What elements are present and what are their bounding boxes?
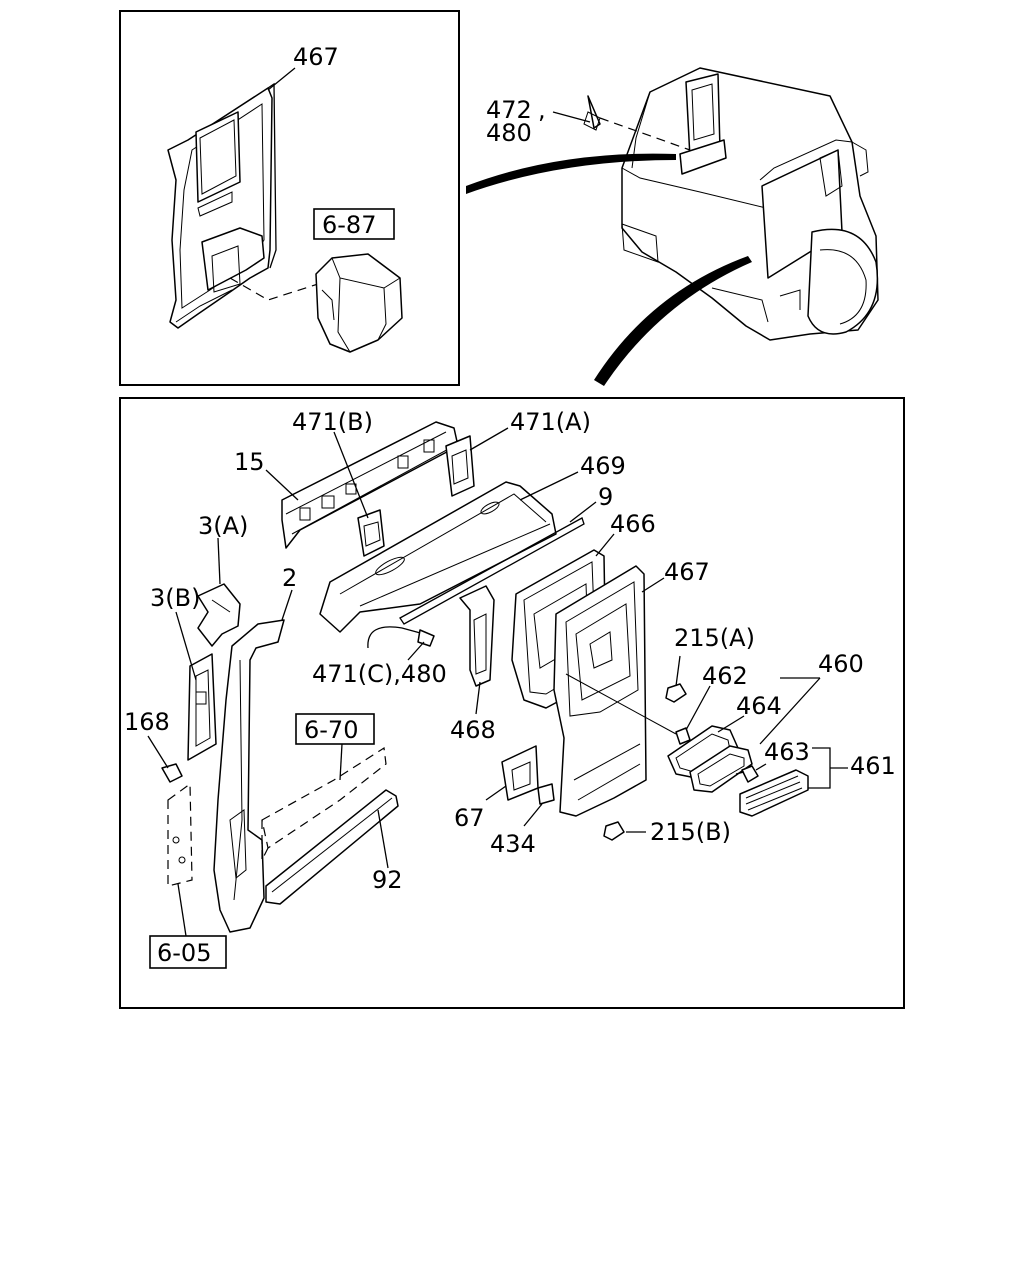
label-15: 15	[234, 448, 265, 476]
leader-3a	[217, 537, 221, 585]
leader-3b	[175, 611, 197, 681]
bolt-168	[161, 763, 183, 783]
callout-swoosh-bottom	[594, 256, 752, 386]
ref-box-6-05[interactable]	[149, 935, 227, 969]
leader-434	[523, 803, 543, 827]
leader-6-05	[177, 883, 187, 937]
sill-92	[265, 789, 399, 905]
leader-67	[485, 785, 507, 801]
label-2: 2	[282, 564, 297, 592]
main-frame	[119, 397, 905, 1009]
bolt-472-480	[583, 95, 601, 131]
label-463: 463	[764, 738, 810, 766]
panel-467	[553, 565, 647, 817]
label-471a: 471(A)	[510, 408, 591, 436]
clip-434	[537, 783, 555, 805]
label-inset-467: 467	[293, 43, 339, 71]
leader-464	[717, 715, 745, 733]
label-215a: 215(A)	[674, 624, 755, 652]
screw-463	[735, 765, 759, 783]
leader-471b	[333, 431, 369, 519]
component-6-70	[261, 746, 387, 861]
bracket-471a	[445, 435, 475, 497]
leader-467	[641, 577, 665, 593]
label-434: 434	[490, 830, 536, 858]
bracket-67	[501, 745, 539, 801]
bracket-471b	[357, 509, 385, 557]
leader-462-axis	[565, 673, 677, 735]
inset-component-6-87	[315, 253, 403, 353]
label-464: 464	[736, 692, 782, 720]
leader-460	[759, 677, 821, 745]
leader-2	[281, 589, 293, 621]
inset-leader-dashed	[229, 277, 319, 301]
label-471c: 471(C),480	[312, 660, 447, 688]
lamp-housing	[689, 745, 753, 793]
label-168: 168	[124, 708, 170, 736]
label-ref-6-87[interactable]: 6-87	[322, 211, 376, 239]
truck-cab-silhouette	[621, 67, 879, 341]
ref-box-6-87[interactable]	[313, 208, 395, 240]
leader-6-70	[339, 743, 343, 781]
callout-swoosh-top	[466, 153, 676, 194]
leader-472	[552, 111, 591, 123]
leader-468	[475, 681, 481, 715]
label-3a: 3(A)	[198, 512, 248, 540]
leader-215a	[675, 655, 681, 687]
label-3b: 3(B)	[150, 584, 200, 612]
leader-462	[685, 685, 711, 731]
label-466: 466	[610, 510, 656, 538]
pillar-3a	[197, 583, 241, 647]
nut-215b	[603, 821, 625, 841]
inset-panel-467	[167, 82, 277, 329]
label-460: 460	[818, 650, 864, 678]
label-468: 468	[450, 716, 496, 744]
nut-215a	[665, 683, 687, 703]
clip-471c	[367, 626, 435, 649]
label-480: 480	[486, 119, 532, 147]
leader-168	[147, 735, 169, 769]
ref-box-6-70[interactable]	[295, 713, 375, 745]
leader-92	[377, 809, 389, 869]
label-461: 461	[850, 752, 896, 780]
label-467: 467	[664, 558, 710, 586]
label-469: 469	[580, 452, 626, 480]
pillar-3b	[187, 653, 217, 761]
leader-inset-467	[267, 67, 296, 91]
leader-466	[595, 533, 615, 557]
label-ref-6-05[interactable]: 6-05	[157, 939, 211, 967]
lens-461	[739, 769, 809, 817]
component-6-05	[167, 782, 193, 887]
grommet-462	[675, 727, 691, 745]
leader-469	[519, 471, 579, 501]
label-67: 67	[454, 804, 485, 832]
leader-471a	[469, 427, 509, 451]
label-ref-6-70[interactable]: 6-70	[304, 716, 358, 744]
label-471b: 471(B)	[292, 408, 373, 436]
strip-9	[399, 517, 585, 625]
leader-15	[265, 469, 299, 501]
member-468	[459, 585, 495, 687]
label-472-comma: ,	[538, 96, 546, 124]
leader-9	[569, 501, 597, 523]
leader-463	[755, 763, 767, 771]
label-472: 472	[486, 96, 532, 124]
label-462: 462	[702, 662, 748, 690]
pillar-2	[213, 619, 285, 933]
bolt-472-dashed	[599, 117, 691, 151]
inset-frame	[119, 10, 460, 386]
leader-471c	[407, 641, 425, 661]
bracket-461	[808, 747, 831, 789]
rail-15	[281, 421, 459, 549]
label-9: 9	[598, 483, 613, 511]
label-215b: 215(B)	[650, 818, 731, 846]
label-92: 92	[372, 866, 403, 894]
